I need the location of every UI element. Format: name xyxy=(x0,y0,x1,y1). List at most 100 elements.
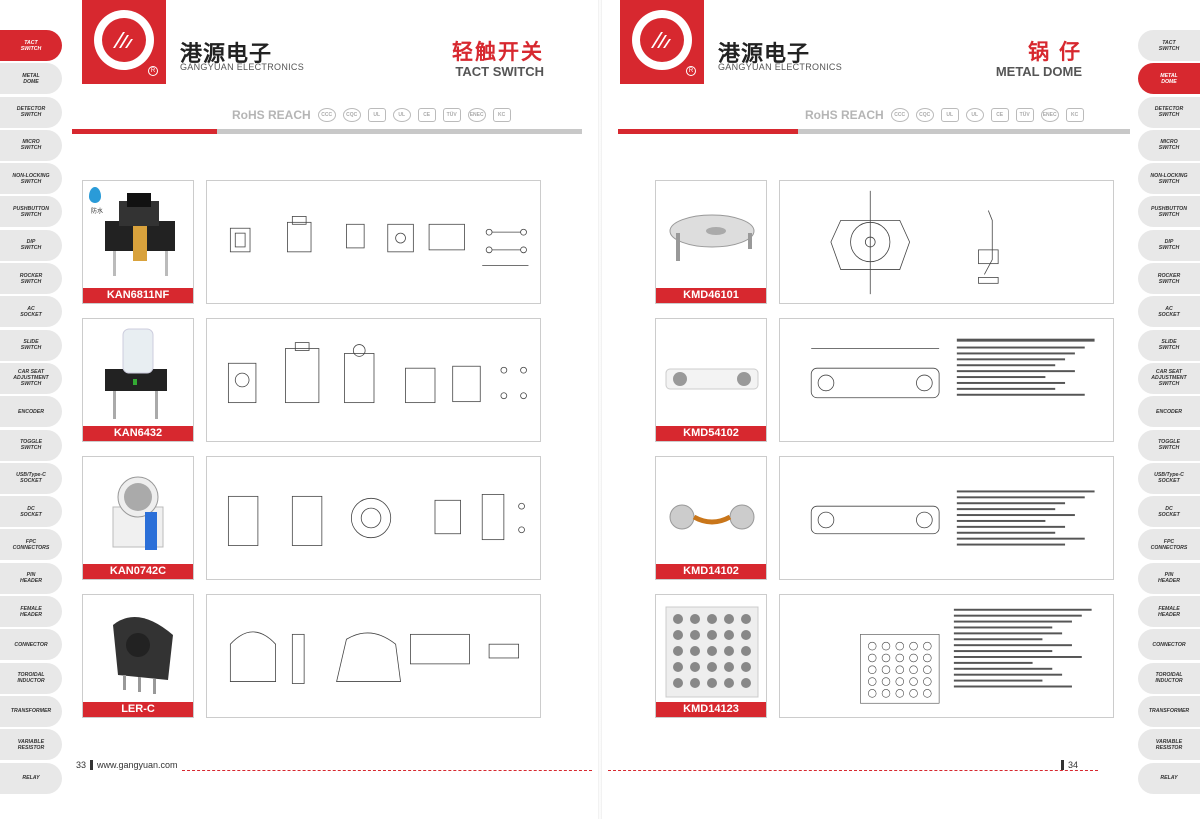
dome-array-photo-icon xyxy=(665,368,759,390)
product-model: KMD46101 xyxy=(656,288,766,303)
product-row: KMD54102 xyxy=(655,318,1115,442)
category-tab[interactable]: TOGGLE SWITCH xyxy=(0,429,62,461)
category-tab[interactable]: PIN HEADER xyxy=(1138,562,1200,594)
category-tab[interactable]: USB/Type-C SOCKET xyxy=(1138,462,1200,494)
category-tab[interactable]: TOROIDAL INDUCTOR xyxy=(0,662,62,694)
dimension-drawing-icon xyxy=(229,631,520,684)
website-link[interactable]: www.gangyuan.com xyxy=(97,760,178,770)
category-tab[interactable]: ROCKER SWITCH xyxy=(1138,263,1200,295)
category-title-cn: 锅 仔 xyxy=(1028,41,1082,64)
dome-outline xyxy=(909,689,918,698)
certification-row: RoHS REACH CCC CQC UL UL CE TÜV ENEC KC xyxy=(232,108,511,122)
category-tab[interactable]: ENCODER xyxy=(0,396,62,428)
category-tab[interactable]: NON-LOCKING SWITCH xyxy=(1138,163,1200,195)
dome-dot xyxy=(673,614,683,624)
category-tab[interactable]: CAR SEAT ADJUSTMENT SWITCH xyxy=(0,362,62,394)
category-tab[interactable]: METAL DOME xyxy=(0,63,62,95)
dome-dot xyxy=(724,678,734,688)
dimension-drawing-icon xyxy=(830,190,999,295)
category-tab[interactable]: FEMALE HEADER xyxy=(1138,596,1200,628)
category-tab[interactable]: CONNECTOR xyxy=(0,629,62,661)
category-tab[interactable]: DC SOCKET xyxy=(1138,496,1200,528)
certification-row: RoHS REACH CCC CQC UL UL CE TÜV ENEC KC xyxy=(805,108,1084,122)
technical-drawing xyxy=(206,318,541,442)
category-tab[interactable]: NON-LOCKING SWITCH xyxy=(0,163,62,195)
category-tab[interactable]: DC SOCKET xyxy=(0,496,62,528)
category-tab[interactable]: PIN HEADER xyxy=(0,562,62,594)
category-tab[interactable]: DIP SWITCH xyxy=(0,229,62,261)
category-tab[interactable]: TRANSFORMER xyxy=(1138,695,1200,727)
category-tab[interactable]: ROCKER SWITCH xyxy=(0,263,62,295)
cqc-icon: CQC xyxy=(915,108,934,122)
category-tab[interactable]: FPC CONNECTORS xyxy=(0,529,62,561)
dome-photo-icon xyxy=(669,214,755,261)
category-tab[interactable]: RELAY xyxy=(1138,762,1200,794)
waterproof-drop-icon xyxy=(89,187,101,203)
brand-name-en: GANGYUAN ELECTRONICS xyxy=(180,62,305,72)
dimension-drawing-icon xyxy=(860,608,1092,704)
dome-outline xyxy=(881,689,891,698)
product-model: LER-C xyxy=(83,702,193,717)
dome-dot xyxy=(741,678,751,688)
header-rule xyxy=(618,129,1130,134)
dome-outline xyxy=(881,665,891,675)
product-model: KAN0742C xyxy=(83,564,193,579)
dome-dot xyxy=(690,646,700,656)
product-model: KMD14123 xyxy=(656,702,766,717)
category-tab[interactable]: PUSHBUTTON SWITCH xyxy=(0,196,62,228)
dome-outline xyxy=(923,677,932,686)
dome-dot xyxy=(690,630,700,640)
category-tab[interactable]: AC SOCKET xyxy=(1138,296,1200,328)
category-tab[interactable]: TACT SWITCH xyxy=(0,30,62,61)
category-tab[interactable]: VARIABLE RESISTOR xyxy=(1138,729,1200,761)
category-tab[interactable]: TRANSFORMER xyxy=(0,695,62,727)
dome-dot xyxy=(741,646,751,656)
category-tab[interactable]: CONNECTOR xyxy=(1138,629,1200,661)
category-tab[interactable]: FPC CONNECTORS xyxy=(1138,529,1200,561)
product-model: KMD14102 xyxy=(656,564,766,579)
category-tab[interactable]: MICRO SWITCH xyxy=(0,129,62,161)
technical-drawing xyxy=(779,594,1114,718)
category-tab[interactable]: MICRO SWITCH xyxy=(1138,129,1200,161)
category-tab[interactable]: VARIABLE RESISTOR xyxy=(0,729,62,761)
dome-outline xyxy=(923,689,932,698)
category-tab[interactable]: TACT SWITCH xyxy=(1138,30,1200,61)
dome-dot xyxy=(707,614,717,624)
category-tab[interactable]: AC SOCKET xyxy=(0,296,62,328)
registered-mark-icon: R xyxy=(686,66,696,76)
cqc-icon: CQC xyxy=(342,108,361,122)
dome-dot xyxy=(707,662,717,672)
category-tab[interactable]: SLIDE SWITCH xyxy=(0,329,62,361)
dome-dot xyxy=(741,614,751,624)
waterproof-label: 防水 xyxy=(91,209,104,215)
category-tab[interactable]: TOROIDAL INDUCTOR xyxy=(1138,662,1200,694)
category-tab[interactable]: PUSHBUTTON SWITCH xyxy=(1138,196,1200,228)
right-page: R 港源电子 GANGYUAN ELECTRONICS 锅 仔 METAL DO… xyxy=(600,0,1138,819)
category-tab[interactable]: DIP SWITCH xyxy=(1138,229,1200,261)
category-tab[interactable]: SLIDE SWITCH xyxy=(1138,329,1200,361)
category-tab[interactable]: DETECTOR SWITCH xyxy=(0,96,62,128)
technical-drawing xyxy=(779,180,1114,304)
footer-dash-line xyxy=(608,770,1098,771)
category-tab[interactable]: METAL DOME xyxy=(1138,63,1200,95)
brand-name-cn: 港源电子 xyxy=(718,41,811,67)
category-tab[interactable]: TOGGLE SWITCH xyxy=(1138,429,1200,461)
category-tab[interactable]: ENCODER xyxy=(1138,396,1200,428)
product-row: 防水 KAN6811NF xyxy=(82,180,542,304)
category-tab[interactable]: FEMALE HEADER xyxy=(0,596,62,628)
dome-outline xyxy=(881,641,891,651)
dome-dot xyxy=(690,614,700,624)
dome-dot xyxy=(673,630,683,640)
dome-dot xyxy=(741,630,751,640)
tuv-icon: TÜV xyxy=(1015,108,1034,122)
cert-text: RoHS REACH xyxy=(232,108,311,122)
dome-outline xyxy=(909,665,918,675)
dome-outline xyxy=(895,665,904,675)
category-tab[interactable]: CAR SEAT ADJUSTMENT SWITCH xyxy=(1138,362,1200,394)
divider xyxy=(90,760,94,770)
category-tab[interactable]: DETECTOR SWITCH xyxy=(1138,96,1200,128)
technical-drawing xyxy=(206,594,541,718)
category-title-cn: 轻触开关 xyxy=(452,41,544,64)
category-tab[interactable]: RELAY xyxy=(0,762,62,794)
category-tab[interactable]: USB/Type-C SOCKET xyxy=(0,462,62,494)
